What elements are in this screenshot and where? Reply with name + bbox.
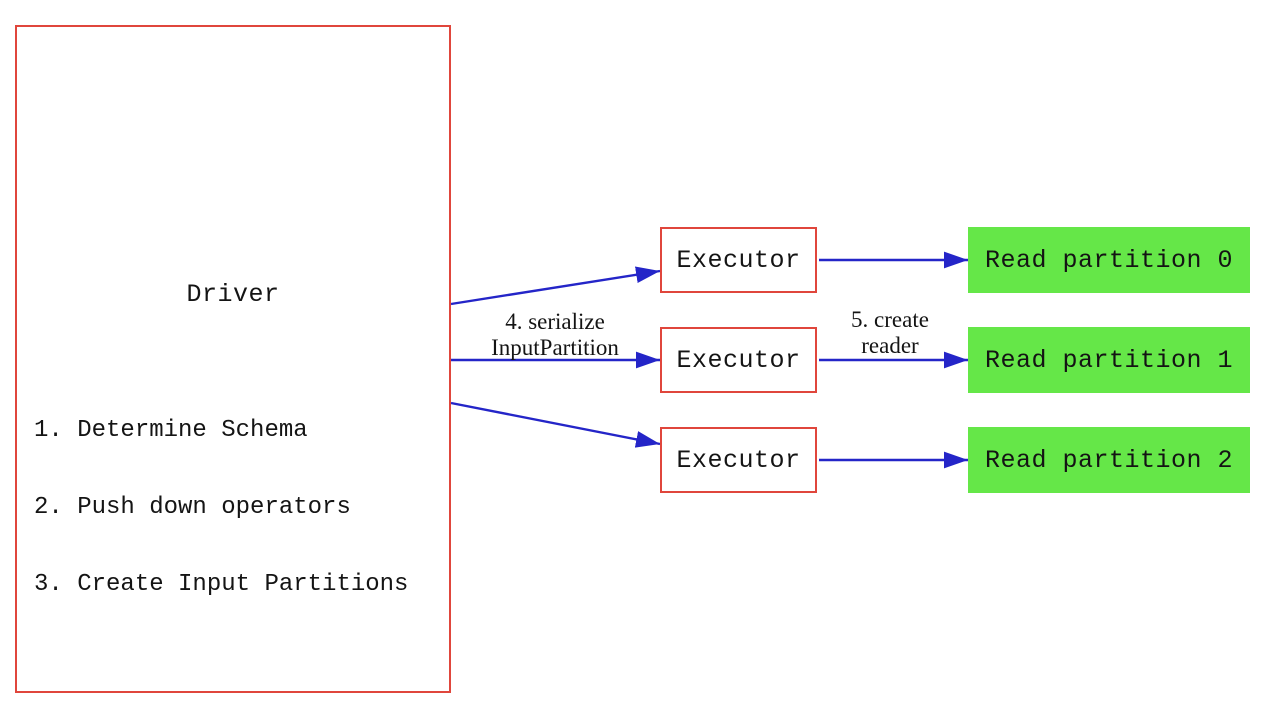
edge-label-serialize-inputpartition: 4. serialize InputPartition xyxy=(445,309,665,361)
driver-box: Driver 1. Determine Schema 2. Push down … xyxy=(15,25,451,693)
arrow-driver-to-executor-0 xyxy=(450,266,661,306)
executor-label: Executor xyxy=(676,445,801,475)
edge-label-line: 4. serialize xyxy=(505,309,605,334)
executor-box-0: Executor xyxy=(660,227,817,293)
read-partition-box-1: Read partition 1 xyxy=(968,327,1250,393)
read-partition-label: Read partition 0 xyxy=(984,245,1234,275)
executor-label: Executor xyxy=(676,345,801,375)
executor-label: Executor xyxy=(676,245,801,275)
arrow-driver-to-executor-2 xyxy=(450,401,661,448)
driver-title: Driver xyxy=(186,280,280,309)
executor-box-2: Executor xyxy=(660,427,817,493)
driver-step-1: 1. Determine Schema xyxy=(34,417,308,445)
read-partition-label: Read partition 2 xyxy=(984,445,1234,475)
read-partition-box-2: Read partition 2 xyxy=(968,427,1250,493)
executor-box-1: Executor xyxy=(660,327,817,393)
edge-label-line: InputPartition xyxy=(491,335,619,360)
driver-step-3: 3. Create Input Partitions xyxy=(34,570,409,598)
read-partition-box-0: Read partition 0 xyxy=(968,227,1250,293)
driver-steps: 1. Determine Schema 2. Push down operato… xyxy=(34,367,408,649)
read-partition-label: Read partition 1 xyxy=(984,345,1234,375)
driver-step-2: 2. Push down operators xyxy=(34,493,351,521)
